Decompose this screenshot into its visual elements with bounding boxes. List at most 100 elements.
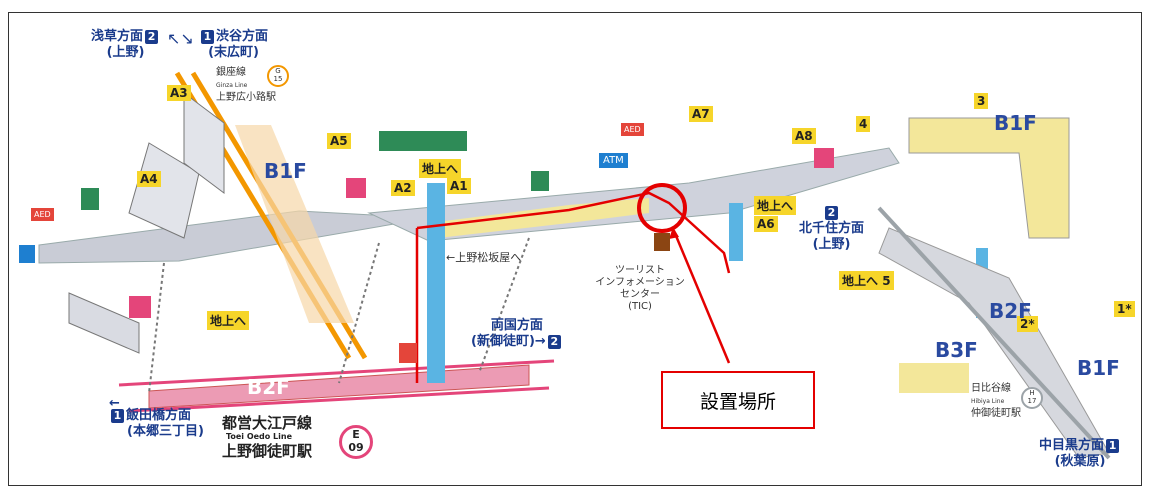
stair-left-b2f xyxy=(68,292,140,354)
atm-icon: ATM xyxy=(599,153,628,168)
hibiya-line-name: 日比谷線 xyxy=(971,383,1011,394)
oedo-station-name: 上野御徒町駅 xyxy=(222,442,313,460)
hibiya-station-name: 仲御徒町駅 xyxy=(971,408,1021,419)
floor-b1f-right-bottom: B1F xyxy=(1077,356,1120,380)
tourist-info-line3: センター xyxy=(620,289,660,300)
oedo-track-lower xyxy=(128,386,550,413)
b3f-passage xyxy=(899,363,969,393)
floor-b2f-left: B2F xyxy=(247,375,290,399)
ginza-platform xyxy=(235,125,354,323)
tourist-info-line2: インフォメーション xyxy=(595,277,685,288)
callout-arrowhead xyxy=(669,227,679,239)
exit-a6: A6 xyxy=(754,216,778,232)
oedo-track-upper xyxy=(118,359,555,387)
yellow-passage xyxy=(429,198,649,239)
restroom-icons xyxy=(379,131,467,151)
direction-iidabashi-label: 飯田橋方面 xyxy=(126,408,192,423)
exit-a4: A4 xyxy=(137,171,161,187)
direction-shibuya-sub: (末広町) xyxy=(208,45,259,60)
info-icon xyxy=(654,233,670,251)
to-ground-a1: 地上へ xyxy=(419,159,462,178)
direction-ryogoku-num: 2 xyxy=(547,335,561,349)
to-ground-a6: 地上へ xyxy=(754,196,797,215)
exit-1: 1* xyxy=(1114,301,1135,317)
coin-locker-icon xyxy=(81,188,99,210)
exit-3: 3 xyxy=(974,93,989,109)
coin-locker-icon-center xyxy=(531,171,549,191)
route-line xyxy=(416,191,731,274)
arrow-left-icon-b2f: ← xyxy=(109,396,120,411)
aed-label: AED xyxy=(624,125,641,134)
hibiya-concourse xyxy=(908,117,1070,239)
ginza-line-label: 銀座線 Ginza Line 上野広小路駅 xyxy=(216,67,276,104)
exit-a5: A5 xyxy=(327,133,351,149)
left-concourse xyxy=(38,210,430,264)
exit-a2: A2 xyxy=(391,180,415,196)
elevator-shaft-right xyxy=(729,203,743,261)
exit-a7: A7 xyxy=(689,106,713,122)
to-matsuzakaya: ←上野松坂屋へ xyxy=(446,249,521,265)
direction-kitasenju: 2 北千住方面 (上野) xyxy=(799,205,864,253)
callout-label: 設置場所 xyxy=(699,390,776,413)
tourist-info-line1: ツーリスト xyxy=(615,265,665,276)
exit-2: 2* xyxy=(1017,316,1038,332)
floor-b3f-right: B3F xyxy=(935,338,978,362)
ginza-station-name: 上野広小路駅 xyxy=(216,92,276,103)
elevator-icon xyxy=(399,343,417,363)
oedo-code-letter: E xyxy=(352,428,360,441)
support-1 xyxy=(148,262,165,394)
arrow-right-icon: → xyxy=(534,334,546,349)
tourist-info-label: ツーリスト インフォメーション センター (TIC) xyxy=(592,265,688,313)
exit-4: 4 xyxy=(856,116,871,132)
phone-icon xyxy=(19,245,35,263)
direction-iidabashi-sub: (本郷三丁目) xyxy=(127,424,204,439)
oedo-line-name: 都営大江戸線 xyxy=(222,414,313,432)
direction-asakusa-sub: (上野) xyxy=(106,45,145,60)
hibiya-track xyxy=(877,206,1111,460)
tourist-info-line4: (TIC) xyxy=(628,301,652,312)
to-ground-5: 地上へ 5 xyxy=(839,271,894,290)
escalator-icon xyxy=(346,178,366,198)
to-ground-left: 地上へ xyxy=(207,311,250,330)
aed-label-left: AED xyxy=(34,210,51,219)
direction-nakameguro-sub: (秋葉原) xyxy=(1054,454,1106,469)
direction-iidabashi-num: 1 xyxy=(111,409,124,423)
hibiya-code-number: 17 xyxy=(1027,397,1037,405)
oedo-line-romaji: Toei Oedo Line xyxy=(225,432,293,441)
direction-shibuya-label: 渋谷方面 xyxy=(216,29,269,44)
escalator-icon-left xyxy=(129,296,151,318)
hibiya-line-romaji: Hibiya Line xyxy=(971,398,1005,405)
hibiya-line-label: 日比谷線 Hibiya Line 仲御徒町駅 xyxy=(971,383,1021,420)
direction-asakusa-label: 浅草方面 xyxy=(91,29,144,44)
stair-a3 xyxy=(183,92,225,194)
oedo-code-number: 09 xyxy=(348,441,364,454)
direction-kitasenju-num: 2 xyxy=(825,206,838,220)
atm-label: ATM xyxy=(603,155,624,166)
ginza-line-name: 銀座線 xyxy=(216,67,246,78)
direction-ryogoku-sub: (新御徒町) xyxy=(471,334,535,349)
direction-shibuya-num: 1 xyxy=(201,30,214,44)
stair-a4 xyxy=(128,142,200,239)
aed-icon-left: AED xyxy=(31,208,54,221)
hibiya-code-letter: H xyxy=(1029,389,1035,397)
direction-ryogoku: 両国方面 (新御徒町)→2 xyxy=(471,318,563,350)
support-2 xyxy=(338,242,380,384)
floor-b2f-right: B2F xyxy=(989,299,1032,323)
direction-nakameguro-num: 1 xyxy=(1106,439,1120,453)
arrow-left-icon: ← xyxy=(446,251,456,264)
ginza-line-romaji: Ginza Line xyxy=(216,82,248,89)
callout-pointer xyxy=(672,230,731,364)
oedo-station-block: 都営大江戸線 Toei Oedo Line 上野御徒町駅 xyxy=(222,413,312,461)
direction-asakusa-num: 2 xyxy=(145,30,159,44)
exit-a8: A8 xyxy=(792,128,816,144)
installation-location-callout: 設置場所 xyxy=(661,371,815,429)
highlight-circle xyxy=(637,183,687,233)
aed-icon: AED xyxy=(621,123,644,136)
